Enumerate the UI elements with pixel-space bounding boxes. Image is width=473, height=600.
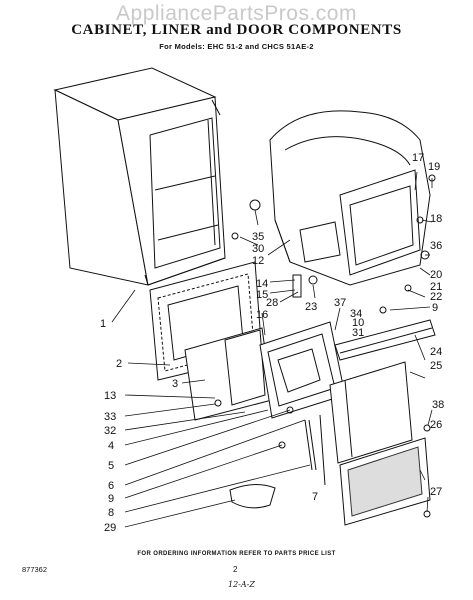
callout: 38 xyxy=(432,399,444,411)
callout: 35 xyxy=(252,231,264,243)
watermark: AppliancePartsPros.com xyxy=(116,2,357,25)
callout: 17 xyxy=(412,152,424,164)
callout: 19 xyxy=(428,161,440,173)
callout: 14 xyxy=(256,278,268,290)
callout: 27 xyxy=(430,486,442,498)
callout: 12 xyxy=(252,255,264,267)
callout: 7 xyxy=(312,491,318,503)
callout: 29 xyxy=(104,522,116,534)
handwritten-note: 12-A-Z xyxy=(228,580,255,589)
cabinet-outline xyxy=(53,67,226,286)
callout: 37 xyxy=(334,297,346,309)
callout: 6 xyxy=(108,480,114,492)
callout: 5 xyxy=(108,460,114,472)
callout: 16 xyxy=(256,309,268,321)
callout: 33 xyxy=(104,411,116,423)
ordering-note: FOR ORDERING INFORMATION REFER TO PARTS … xyxy=(137,551,336,557)
callout: 9 xyxy=(108,493,114,505)
liner-outline xyxy=(269,110,431,286)
doc-number: 877362 xyxy=(22,565,48,574)
callout: 23 xyxy=(305,301,317,313)
page-number: 2 xyxy=(233,565,238,574)
callout: 3 xyxy=(172,378,178,390)
callout: 31 xyxy=(352,327,364,339)
callout: 22 xyxy=(430,291,442,303)
callout: 28 xyxy=(266,297,278,309)
callout: 2 xyxy=(116,358,122,370)
callout: 4 xyxy=(108,440,114,452)
callout-labels: 1 2 3 13 33 32 4 5 6 9 8 29 35 30 12 14 … xyxy=(100,152,444,534)
callout: 9 xyxy=(432,302,438,314)
callout: 32 xyxy=(104,425,116,437)
door-handle xyxy=(229,484,276,509)
callout: 25 xyxy=(430,360,442,372)
callout: 24 xyxy=(430,346,442,358)
callout: 34 xyxy=(350,308,362,320)
callout: 36 xyxy=(430,240,442,252)
callout: 1 xyxy=(100,318,106,330)
leader-lines xyxy=(111,171,433,528)
page-title: CABINET, LINER and DOOR COMPONENTS xyxy=(71,22,402,38)
hardware-parts xyxy=(214,174,436,518)
door-outer-trim xyxy=(334,319,436,361)
callout: 30 xyxy=(252,243,264,255)
callout: 18 xyxy=(430,213,442,225)
callout: 13 xyxy=(104,390,116,402)
callout: 15 xyxy=(256,289,268,301)
callout: 10 xyxy=(352,317,364,329)
callout: 20 xyxy=(430,269,442,281)
inner-door-panel xyxy=(184,327,273,421)
outer-door-panel xyxy=(329,361,413,464)
hinge-brackets xyxy=(304,414,326,486)
callout: 8 xyxy=(108,507,114,519)
bottom-grille xyxy=(339,437,431,526)
page-subtitle: For Models: EHC 51-2 and CHCS 51AE-2 xyxy=(159,42,314,51)
callout: 26 xyxy=(430,419,442,431)
callout: 21 xyxy=(430,281,442,293)
